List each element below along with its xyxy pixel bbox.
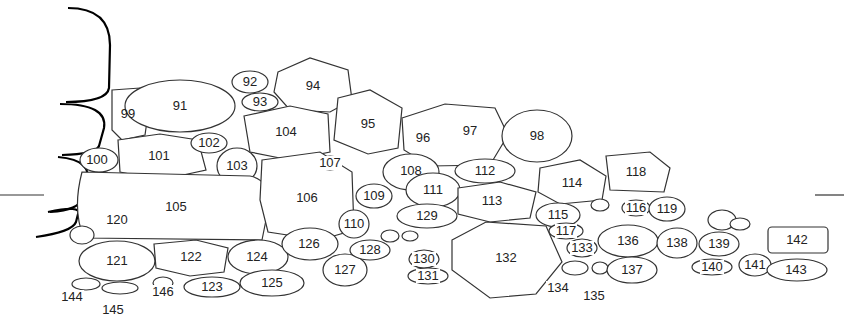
callout-number: 107 [318,156,342,170]
callout-number: 113 [481,194,504,208]
callout-number: 133 [570,241,594,255]
callout-number: 123 [200,280,224,294]
callout-number: 105 [164,200,188,214]
callout-number: 141 [743,258,767,272]
callout-number: 116 [625,201,648,215]
callout-number: 92 [242,75,258,89]
callout-number: 121 [105,254,129,268]
callout-number: 102 [197,136,221,150]
callout-number: 111 [422,183,444,197]
callout-number: 138 [665,236,689,250]
callout-number: 128 [358,243,382,257]
callout-number: 142 [785,233,809,247]
callout-number: 124 [245,250,269,264]
callout-number: 143 [784,263,808,277]
callout-number: 101 [147,149,171,163]
callout-number: 109 [362,189,386,203]
callout-number: 127 [333,263,357,277]
callout-number: 95 [360,117,376,131]
callout-number: 99 [120,107,136,121]
callout-number: 98 [529,129,545,143]
callout-number: 145 [101,303,125,317]
callout-number: 132 [494,251,518,265]
callout-number: 126 [297,237,321,251]
callout-number: 140 [700,260,724,274]
callout-number: 129 [415,209,439,223]
callout-number: 146 [151,285,175,299]
callout-number: 122 [179,250,203,264]
callout-number: 117 [555,224,578,238]
callout-number: 136 [616,234,640,248]
callout-number: 130 [412,252,436,266]
callout-number: 120 [105,213,129,227]
callout-number: 97 [462,124,478,138]
callout-number: 93 [252,95,268,109]
callout-number: 114 [561,176,584,190]
callout-number: 137 [620,263,644,277]
callout-number: 139 [707,237,731,251]
callout-number: 110 [343,217,366,231]
callout-number: 106 [295,191,319,205]
callout-number: 112 [474,164,497,178]
callout-number: 118 [625,165,648,179]
callout-number: 119 [656,202,679,216]
callout-number: 108 [399,164,423,178]
callout-number: 100 [85,153,109,167]
callout-number: 103 [225,159,249,173]
callout-number: 91 [172,99,188,113]
callout-number: 104 [274,125,298,139]
callout-number: 125 [260,276,284,290]
callout-number: 131 [416,269,440,283]
callout-number: 144 [60,290,84,304]
callout-number: 94 [305,79,321,93]
callout-number: 96 [415,131,431,145]
callout-number: 134 [546,281,570,295]
callout-number: 115 [547,208,570,222]
callout-number: 135 [582,289,606,303]
